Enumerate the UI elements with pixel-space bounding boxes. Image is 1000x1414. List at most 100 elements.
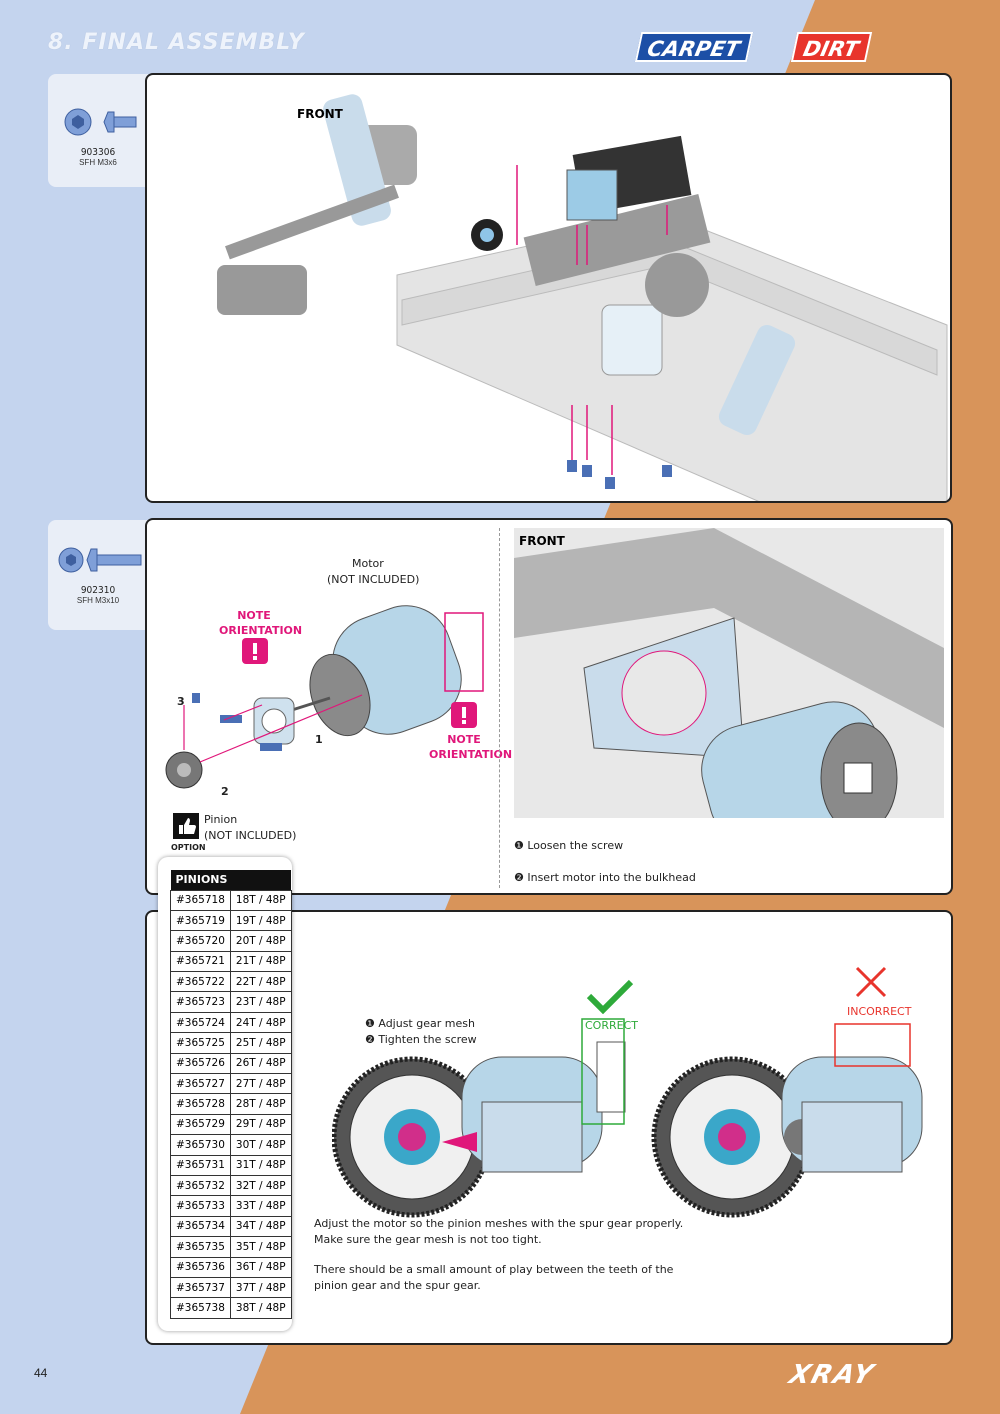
pinion-spec: 31T / 48P [229, 1154, 292, 1176]
motor-exploded-illustration [165, 605, 484, 789]
pinion-part-number: #365733 [170, 1195, 231, 1217]
page-number: 44 [34, 1366, 48, 1380]
note-line-4: pinion gear and the spur gear. [314, 1279, 481, 1292]
motor-note: (NOT INCLUDED) [327, 573, 420, 586]
note-line-3: There should be a small amount of play b… [314, 1263, 674, 1276]
front-label-2: FRONT [519, 534, 565, 548]
pinion-spec: 35T / 48P [229, 1236, 292, 1258]
instruction-text: Tighten the screw [378, 1033, 477, 1046]
pinion-part-number: #365729 [170, 1113, 231, 1136]
pinion-part-number: #365724 [170, 1011, 231, 1034]
pinion-part-number: #365734 [170, 1215, 231, 1238]
dirt-badge: DIRT [790, 32, 872, 62]
pinion-part-number: #365738 [170, 1297, 231, 1319]
pinion-spec: 27T / 48P [229, 1073, 292, 1095]
pinion-label: Pinion [204, 813, 238, 826]
instruction-text: Loosen the screw [527, 839, 624, 852]
step2-instruction-2: ❷ Insert motor into the bulkhead [514, 871, 696, 884]
pinion-part-number: #365732 [170, 1174, 231, 1197]
pinion-spec: 19T / 48P [229, 909, 292, 932]
cross-icon [855, 966, 887, 998]
check-icon [586, 979, 634, 1014]
pinion-spec: 20T / 48P [229, 930, 292, 952]
pinion-part-number: #365731 [170, 1154, 231, 1176]
part-size: SFH M3x6 [79, 158, 117, 167]
divider [499, 528, 500, 888]
warning-icon [242, 638, 268, 664]
pinion-part-number: #365736 [170, 1256, 231, 1278]
pinion-part-number: #365735 [170, 1236, 231, 1258]
note-line-2: Make sure the gear mesh is not too tight… [314, 1233, 542, 1246]
carpet-badge: CARPET [634, 32, 754, 62]
pinion-spec: 24T / 48P [229, 1011, 292, 1034]
pinion-spec: 32T / 48P [229, 1174, 292, 1197]
part-code: 903306 [80, 147, 116, 158]
thumbs-up-icon [173, 813, 199, 839]
pinions-header: PINIONS [170, 870, 292, 890]
pinion-part-number: #365737 [170, 1276, 231, 1299]
pinion-part-number: #365725 [170, 1032, 231, 1054]
pinion-part-number: #365718 [170, 889, 231, 911]
callout-2: 2 [221, 785, 229, 798]
warning-icon [451, 702, 477, 728]
option-label: OPTION [171, 843, 206, 852]
note-orientation-1: NOTE ORIENTATION [219, 609, 303, 637]
motor-label: Motor [352, 557, 384, 570]
pinion-spec: 29T / 48P [229, 1113, 292, 1136]
pinion-spec: 26T / 48P [229, 1052, 292, 1075]
part-tab-902310: 902310 SFH M3x10 [48, 520, 148, 630]
pinion-part-number: #365721 [170, 950, 231, 973]
part-code: 902310 [80, 585, 116, 596]
pinion-spec: 37T / 48P [229, 1276, 292, 1299]
instruction-text: Insert motor into the bulkhead [527, 871, 696, 884]
note-orientation-2: NOTE ORIENTATION [429, 733, 513, 761]
pinion-part-number: #365722 [170, 971, 231, 993]
pinion-spec: 25T / 48P [229, 1032, 292, 1054]
step2-instruction-1: ❶ Loosen the screw [514, 839, 624, 852]
screw-icon [64, 108, 137, 136]
pinion-spec: 28T / 48P [229, 1093, 292, 1115]
pinion-spec: 21T / 48P [229, 950, 292, 973]
pinion-part-number: #365728 [170, 1093, 231, 1115]
front-label: FRONT [297, 107, 343, 121]
note-line-1: Adjust the motor so the pinion meshes wi… [314, 1217, 684, 1230]
pinion-spec: 23T / 48P [229, 991, 292, 1013]
pinion-part-number: #365719 [170, 909, 231, 932]
pinion-part-number: #365727 [170, 1073, 231, 1095]
step3-instruction-1: ❶ Adjust gear mesh [365, 1017, 475, 1030]
step1-panel: FRONT [145, 73, 952, 503]
gear-correct [332, 1018, 626, 1218]
pinion-spec: 22T / 48P [229, 971, 292, 993]
part-tab-903306: 903306 SFH M3x6 [48, 74, 148, 187]
correct-label: CORRECT [585, 1019, 638, 1032]
callout-3: 3 [177, 695, 185, 708]
incorrect-label: INCORRECT [847, 1005, 912, 1018]
callout-1: 1 [315, 733, 323, 746]
pinion-part-number: #365723 [170, 991, 231, 1013]
pinion-spec: 30T / 48P [229, 1134, 292, 1156]
step3-instruction-2: ❷ Tighten the screw [365, 1033, 477, 1046]
section-title: 8. FINAL ASSEMBLY [48, 30, 305, 55]
pinion-spec: 18T / 48P [229, 889, 292, 911]
pinion-spec: 36T / 48P [229, 1256, 292, 1278]
